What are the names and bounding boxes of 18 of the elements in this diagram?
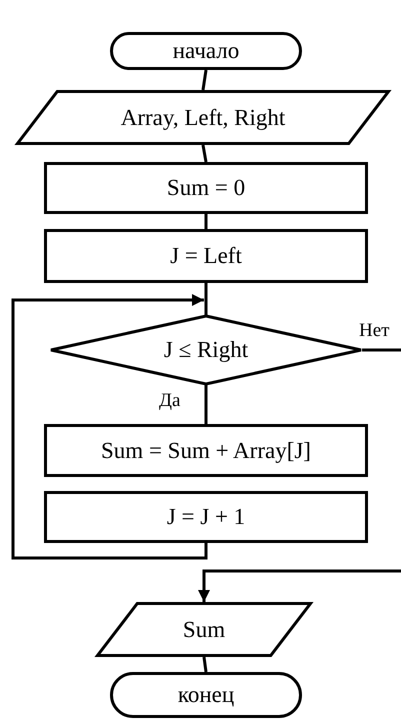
- node-label: Sum: [182, 616, 226, 642]
- node-label: J = J + 1: [166, 504, 246, 530]
- node-label: J ≤ Right: [164, 337, 248, 363]
- node-label: конец: [178, 682, 234, 708]
- connector-line: [202, 70, 208, 90]
- connector-line: [204, 385, 208, 424]
- connector-line: [362, 348, 401, 352]
- node-label: Sum = 0: [166, 175, 246, 201]
- connector-line: [12, 294, 208, 560]
- connector-line: [198, 570, 401, 602]
- connector-line: [202, 656, 208, 672]
- connector-line: [202, 144, 208, 162]
- node-label: начало: [172, 38, 240, 64]
- node-label: J = Left: [170, 243, 242, 269]
- node-label: Sum = Sum + Array[J]: [101, 438, 311, 464]
- connector-line: [204, 214, 208, 229]
- connector-line: [204, 283, 208, 315]
- node-label: Array, Left, Right: [120, 104, 286, 130]
